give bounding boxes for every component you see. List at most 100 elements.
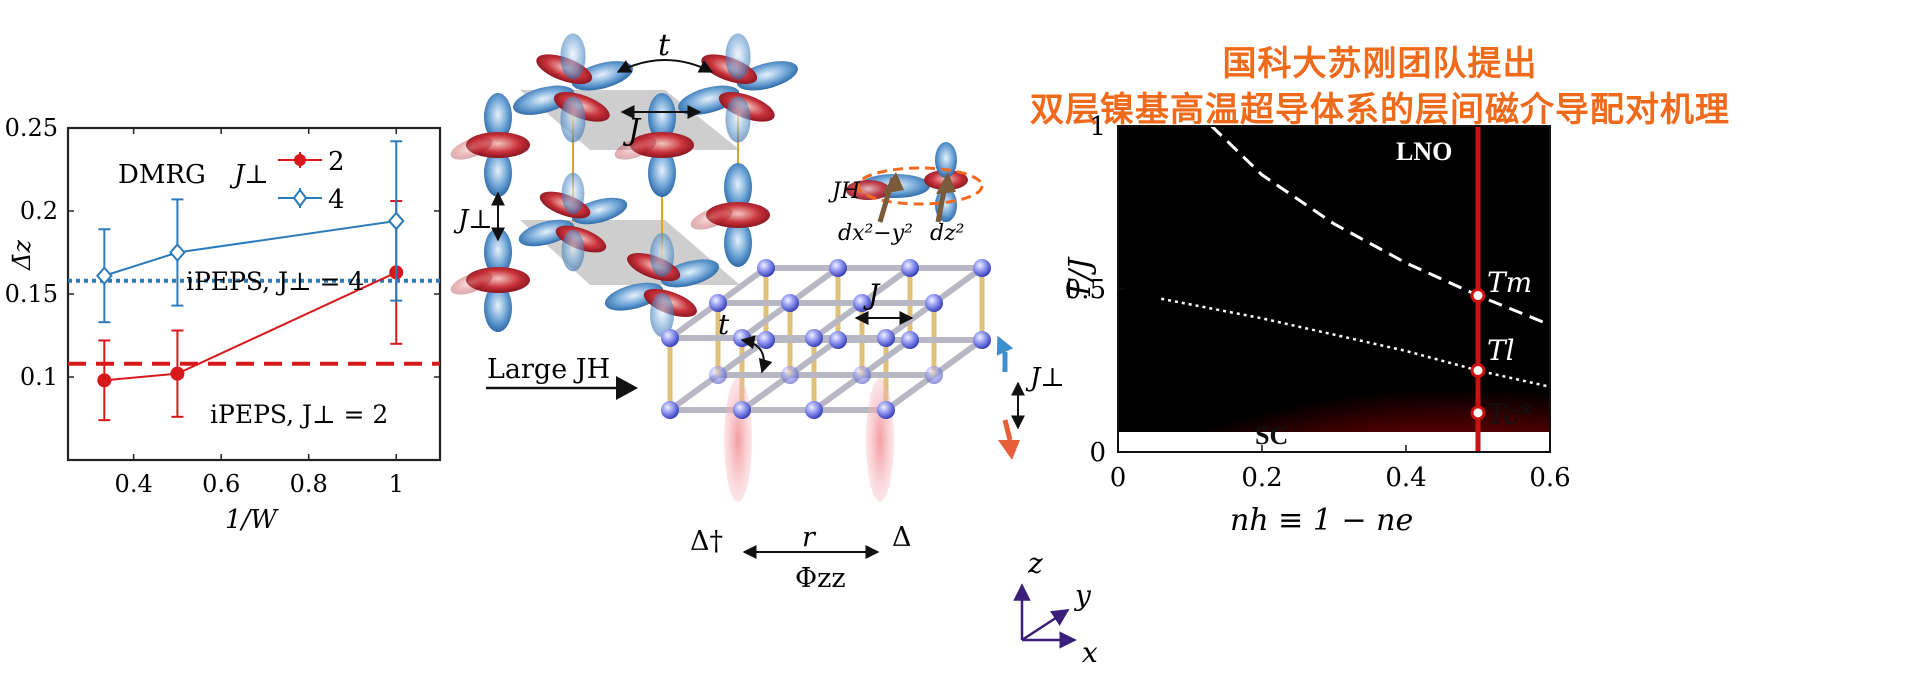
orbital-dz2-label: dz² — [930, 221, 965, 246]
right-xlabel: nh ≡ 1 − ne — [1230, 503, 1413, 538]
lobe-blue — [513, 85, 575, 115]
x-tick-label: 0.2 — [1241, 463, 1282, 493]
data-point — [95, 266, 113, 286]
lobe-dz2 — [560, 96, 586, 143]
x-tick-label: 0.6 — [202, 470, 240, 498]
lobe-dz2 — [650, 293, 674, 337]
x-tick-label: 0.6 — [1529, 463, 1570, 493]
ghost — [450, 136, 493, 160]
legend-entry-4: 4 — [278, 185, 345, 215]
x-tick-label: 0.4 — [1385, 463, 1426, 493]
lobe-dz2 — [560, 33, 586, 80]
hopping-arrow — [616, 59, 714, 73]
bond — [667, 372, 721, 413]
phase-lno-label: LNO — [1396, 137, 1452, 166]
left-ylabel: Δ̄z — [8, 240, 36, 271]
lattice-site — [901, 331, 919, 349]
lattice-sites — [661, 259, 991, 419]
axis-x-label: x — [1082, 636, 1098, 669]
axis-y-label: y — [1073, 579, 1092, 612]
lobe-bottom — [724, 219, 752, 267]
tm-label: Tm — [1487, 266, 1532, 299]
legend-method: DMRG — [118, 160, 206, 190]
orbital-lower-back-right — [690, 163, 770, 267]
bond — [739, 300, 793, 341]
bond — [859, 337, 913, 378]
distance-label: r — [802, 522, 817, 553]
bond — [739, 372, 793, 413]
lattice-site — [733, 401, 751, 419]
y-tick-label: 0.2 — [20, 197, 58, 225]
coordinate-axes: z y x — [1013, 547, 1098, 669]
ghost — [614, 136, 657, 160]
correlator-label: Φzz — [795, 563, 846, 594]
bilayer-orbital-diagram: t J J⊥ JH dx²−y² dz² — [450, 28, 984, 337]
interlayer-label: J⊥ — [453, 205, 493, 235]
data-point — [387, 211, 405, 231]
marker-Tm — [1470, 288, 1486, 304]
y-tick-label: 0.25 — [5, 114, 58, 142]
x-tick-label: 1 — [389, 470, 404, 498]
ghost — [450, 271, 493, 295]
lattice-site — [661, 329, 679, 347]
lattice-site — [709, 366, 727, 384]
curve-Tm — [1210, 124, 1551, 327]
y-tick-label: 0.1 — [20, 363, 58, 391]
lattice-site — [757, 259, 775, 277]
orbital-upper-front-left — [450, 93, 530, 197]
y-tick-label: 0 — [1089, 438, 1106, 468]
pair-delta-dagger — [724, 378, 752, 502]
annotation-ipeps-4: iPEPS, J⊥ = 4 — [186, 267, 364, 296]
hund-inset: JH dx²−y² dz² — [828, 142, 984, 246]
orbital-lower-back-left — [518, 172, 628, 272]
lattice-site — [853, 294, 871, 312]
lattice-site — [853, 366, 871, 384]
headline-line2: 双层镍基高温超导体系的层间磁介导配对机理 — [1030, 90, 1730, 130]
heatmap-glow — [1118, 280, 1550, 452]
spin-down-arrow — [998, 440, 1020, 460]
bond — [931, 265, 985, 306]
x-tick-label: 0.4 — [115, 470, 153, 498]
lobe-dz2 — [725, 33, 751, 80]
lattice-hopping-arrow — [740, 335, 773, 374]
left-xlabel: 1/W — [225, 505, 279, 535]
hund-label: JH — [828, 179, 861, 204]
data-point — [97, 373, 112, 388]
lattice-site — [781, 294, 799, 312]
pair-delta — [866, 378, 894, 502]
bond — [811, 372, 865, 413]
lattice-site — [661, 401, 679, 419]
large-jh-arrow: Large JH — [486, 354, 638, 400]
lattice-diagram: J⊥ t J Δ† Δ r Φzz z y x — [661, 259, 1098, 669]
lattice-site — [901, 259, 919, 277]
bond — [667, 300, 721, 341]
lobe-dz2 — [561, 229, 585, 272]
axis-z-label: z — [1027, 547, 1043, 580]
sc-region — [1118, 432, 1550, 452]
bond — [787, 337, 841, 378]
lattice-site — [877, 329, 895, 347]
legend-entry-2: 2 — [278, 147, 345, 177]
bond — [715, 265, 769, 306]
ghost — [690, 206, 733, 230]
lattice-site — [973, 259, 991, 277]
tl-label: Tl — [1487, 334, 1515, 367]
lattice-interlayer-label: J⊥ — [1025, 363, 1065, 393]
lattice-hopping-label: t — [718, 308, 730, 341]
lobe-dz2 — [561, 172, 585, 215]
lattice-site — [877, 401, 895, 419]
lobe-top — [484, 93, 512, 141]
lobe-blue — [518, 219, 575, 247]
lattice-site — [829, 331, 847, 349]
orbital-dx2y2-label: dx²−y² — [838, 221, 913, 246]
lattice-site — [973, 331, 991, 349]
y-tick-label: 1 — [1089, 112, 1106, 142]
legend-label-2: 2 — [328, 147, 345, 177]
data-point — [169, 242, 186, 263]
lobe-bottom — [648, 149, 676, 197]
x-tick-label: 0.8 — [290, 470, 328, 498]
left-chart-series — [95, 140, 405, 422]
